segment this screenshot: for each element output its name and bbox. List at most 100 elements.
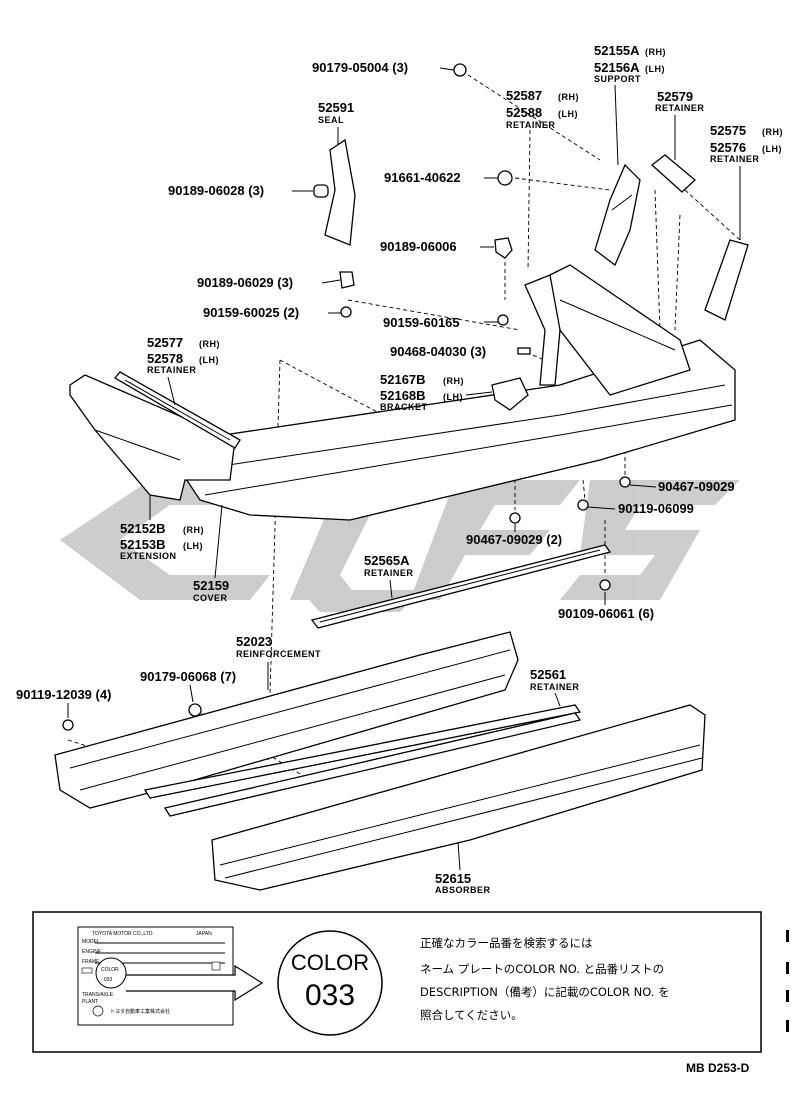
label-90179-06068: 90179-06068 (7) (140, 669, 236, 684)
absorber-52615 (211, 704, 706, 891)
clip-90189-06006 (494, 237, 513, 259)
label-52153b: 52153B (120, 537, 166, 552)
svg-text:(RH): (RH) (443, 376, 464, 386)
label-90189-06029: 90189-06029 (3) (197, 275, 293, 290)
bracket-52167b (491, 377, 529, 411)
label-52152b: 52152B (120, 521, 166, 536)
label-90159-60025: 90159-60025 (2) (203, 305, 299, 320)
svg-text:MODEL: MODEL (82, 939, 100, 945)
label-90179-05004: 90179-05004 (3) (312, 60, 408, 75)
note-text: 正確なカラー品番を検索するには ネーム プレートのCOLOR NO. と品番リス… (420, 936, 670, 1022)
clip-90467-09029-a (619, 476, 631, 488)
part-labels: 90179-05004 (3) 52155A (RH) 52156A (LH) … (16, 43, 783, 895)
bolt-90159-60025 (340, 306, 352, 318)
bolt-90109-06061 (599, 579, 611, 591)
svg-text:(RH): (RH) (645, 47, 666, 57)
color-badge-label: COLOR (291, 950, 369, 975)
label-90467-09029-a: 90467-09029 (658, 479, 735, 494)
plate-color-label: COLOR (101, 967, 119, 973)
svg-text:(RH): (RH) (762, 127, 783, 137)
label-52591: 52591 (318, 100, 354, 115)
note-line-3: DESCRIPTION（備考）に記載のCOLOR NO. を (420, 985, 670, 999)
label-90119-06099: 90119-06099 (618, 501, 694, 516)
svg-text:RETAINER: RETAINER (530, 682, 579, 692)
svg-text:(RH): (RH) (199, 339, 220, 349)
label-90189-06028: 90189-06028 (3) (168, 183, 264, 198)
svg-text:トヨタ自動車工業株式会社: トヨタ自動車工業株式会社 (110, 1008, 170, 1015)
label-52023: 52023 (236, 634, 272, 649)
note-line-2: ネーム プレートのCOLOR NO. と品番リストの (420, 962, 664, 976)
label-52579: 52579 (657, 89, 693, 104)
support-52155a (594, 163, 641, 267)
svg-text:SEAL: SEAL (318, 115, 344, 125)
nut-90179-05004 (453, 63, 467, 77)
svg-text:ABSORBER: ABSORBER (435, 885, 491, 895)
svg-text:BRACKET: BRACKET (380, 402, 428, 412)
bumper-cover-52159 (179, 264, 736, 521)
label-52577: 52577 (147, 335, 183, 350)
label-90468-04030: 90468-04030 (3) (390, 344, 486, 359)
retainer-52565a (310, 544, 612, 629)
retainer-52575 (704, 239, 749, 321)
label-52578: 52578 (147, 351, 183, 366)
watermark-logo (60, 480, 740, 612)
label-52587: 52587 (506, 88, 542, 103)
label-52168b: 52168B (380, 388, 426, 403)
svg-text:(RH): (RH) (558, 92, 579, 102)
label-52615: 52615 (435, 871, 471, 886)
color-badge-code: 033 (305, 979, 355, 1012)
svg-text:FRAME: FRAME (82, 959, 100, 965)
svg-text:SUPPORT: SUPPORT (594, 74, 641, 84)
edge-marks (786, 930, 789, 1032)
clip-90189-06029 (339, 271, 355, 289)
retainer-52561 (143, 704, 582, 817)
clip-90467-09029-b (509, 512, 521, 524)
extension-52152b (69, 374, 236, 501)
color-badge: COLOR 033 (277, 930, 383, 1036)
bolt-90119-12039 (62, 719, 74, 731)
svg-text:JAPAN: JAPAN (196, 931, 212, 937)
fasteners (62, 63, 631, 731)
clip-90189-06028 (313, 184, 329, 198)
arrow-icon (126, 964, 264, 1002)
label-52565a: 52565A (364, 553, 410, 568)
bolt-90159-60165 (497, 314, 509, 326)
svg-text:COVER: COVER (193, 593, 228, 603)
svg-text:(LH): (LH) (443, 392, 463, 402)
name-plate: TOYOTA MOTOR CO.,LTD. JAPAN MODEL ENGINE… (77, 926, 264, 1026)
label-52576: 52576 (710, 140, 746, 155)
retainer-52577 (114, 371, 241, 449)
svg-text:(LH): (LH) (199, 355, 219, 365)
svg-text:(LH): (LH) (645, 64, 665, 74)
svg-text:TOYOTA MOTOR CO.,LTD.: TOYOTA MOTOR CO.,LTD. (92, 931, 154, 937)
svg-text:REINFORCEMENT: REINFORCEMENT (236, 649, 321, 659)
label-52575: 52575 (710, 123, 746, 138)
label-52561: 52561 (530, 667, 566, 682)
svg-text:RETAINER: RETAINER (364, 568, 413, 578)
svg-text:(RH): (RH) (183, 525, 204, 535)
retainer-52587 (524, 274, 561, 386)
label-90119-12039: 90119-12039 (4) (16, 687, 111, 702)
note-line-4: 照合してください。 (420, 1008, 523, 1022)
reference-code: MB D253-D (686, 1061, 750, 1075)
svg-text:RETAINER: RETAINER (655, 103, 704, 113)
bolt-90119-06099 (577, 499, 589, 511)
svg-text:RETAINER: RETAINER (147, 365, 196, 375)
label-90467-09029-b: 90467-09029 (2) (466, 532, 562, 547)
label-52167b: 52167B (380, 372, 426, 387)
grommet-91661-40622 (497, 170, 513, 186)
svg-text:EXTENSION: EXTENSION (120, 551, 177, 561)
reinforcement-52023 (54, 631, 519, 809)
plate-color-code: 033 (104, 977, 113, 983)
svg-text:ENGINE: ENGINE (82, 949, 102, 955)
svg-text:RETAINER: RETAINER (506, 120, 555, 130)
svg-text:RETAINER: RETAINER (710, 154, 759, 164)
label-90109-06061: 90109-06061 (6) (558, 606, 654, 621)
svg-text:TRANS/AXLE: TRANS/AXLE (82, 992, 114, 998)
clip-90468-04030 (517, 347, 531, 355)
note-line-1: 正確なカラー品番を検索するには (420, 936, 593, 950)
retainer-52579 (650, 154, 696, 193)
svg-text:(LH): (LH) (183, 541, 203, 551)
label-52156a: 52156A (594, 60, 640, 75)
